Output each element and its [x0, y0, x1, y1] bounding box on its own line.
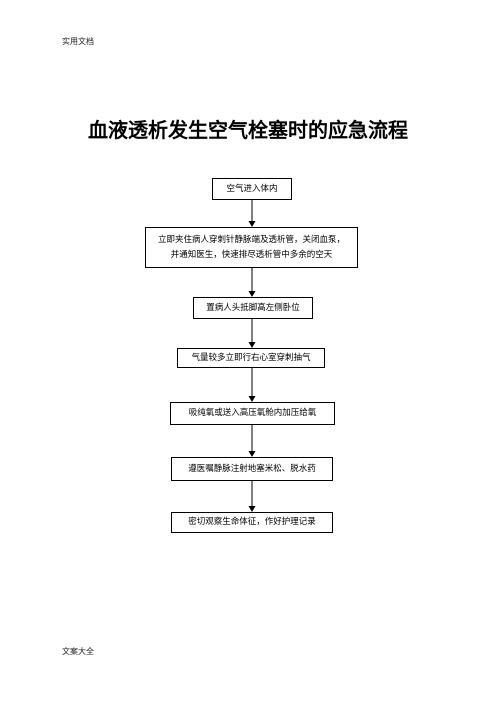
page-footer: 文案大全 [62, 647, 94, 656]
flow-step-aspirate-text: 气量较多立即行右心室穿刺抽气 [191, 352, 311, 363]
flow-step-aspirate-air: 气量较多立即行右心室穿刺抽气 [177, 348, 325, 368]
flow-step-position-patient: 置病人头抵脚高左侧卧位 [193, 297, 313, 319]
flow-step-clamp-line-2: 并通知医生，快速排尽透析管中多余的空天 [170, 249, 333, 260]
flow-step-oxygen: 吸纯氧或送入高压氧舱内加压给氧 [170, 402, 335, 425]
flow-step-air-enters: 空气进入体内 [212, 178, 292, 200]
document-title: 血液透析发生空气栓塞时的应急流程 [88, 118, 408, 142]
flow-step-clamp-and-notify: 立即夹住病人穿刺针静脉端及透析管，关闭血泵， 并通知医生，快速排尽透析管中多余的… [145, 227, 358, 268]
flow-step-oxygen-text: 吸纯氧或送入高压氧舱内加压给氧 [188, 408, 317, 418]
flow-step-medication-text: 遵医嘱静脉注射地塞米松、脱水药 [188, 463, 316, 474]
flow-step-air-enters-text: 空气进入体内 [226, 183, 278, 194]
flow-step-clamp-line-1: 立即夹住病人穿刺针静脉端及透析管，关闭血泵， [157, 234, 345, 245]
flow-step-medication: 遵医嘱静脉注射地塞米松、脱水药 [171, 457, 333, 481]
flow-step-monitor-text: 密切观察生命体征，作好护理记录 [188, 517, 316, 527]
flow-step-monitor-and-record: 密切观察生命体征，作好护理记录 [171, 512, 333, 533]
flow-step-position-text: 置病人头抵脚高左侧卧位 [206, 302, 300, 313]
page-header: 实用文档 [62, 37, 94, 46]
